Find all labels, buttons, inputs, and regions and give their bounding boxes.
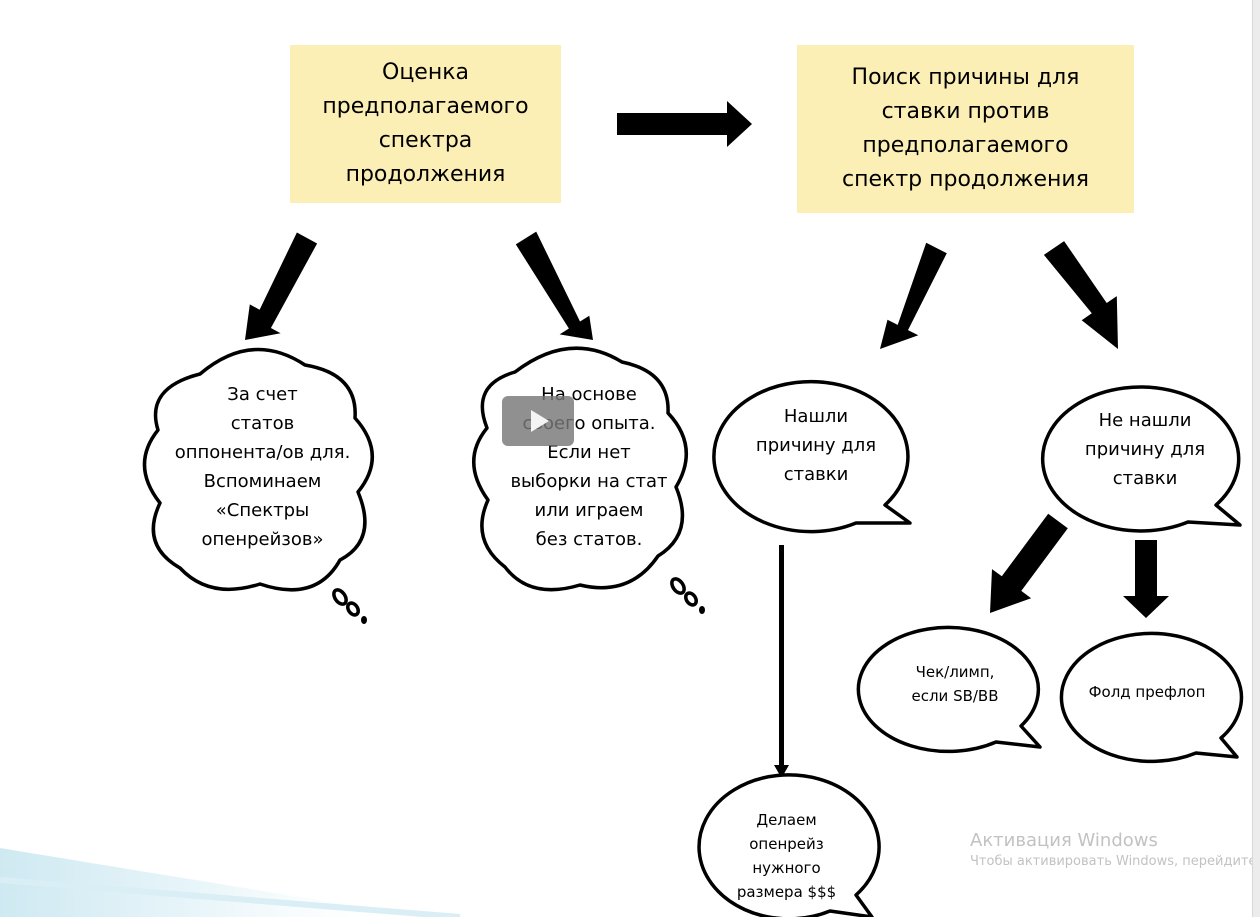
bubble-fold-shape [1059, 631, 1244, 764]
box-search-reason-text: Поиск причины для ставки против предпола… [842, 65, 1089, 192]
bubble-notfound-shape [1040, 385, 1242, 533]
bubble-openraise-text: Делаем опенрейз нужного размера $$$ [736, 811, 837, 901]
bubble-check-text: Чек/лимп, если SB/BB [911, 663, 999, 705]
decor-swoosh-line [0, 877, 461, 917]
activation-subtitle: Чтобы активировать Windows, перейдите [970, 854, 1257, 869]
cloud-stats-shape [142, 347, 374, 624]
bubble-openraise-shape [697, 773, 881, 917]
bubble-notfound-text: Не нашли причину для ставки [1084, 410, 1206, 489]
arrow-notfound-to-fold [1123, 540, 1169, 618]
play-button[interactable] [502, 396, 574, 446]
bubble-found-shape [712, 379, 912, 534]
windows-activation-watermark: Активация Windows Чтобы активировать Win… [970, 830, 1257, 872]
box-search-reason: Поиск причины для ставки против предпола… [797, 45, 1134, 213]
bubble-fold-text: Фолд префлоп [1088, 683, 1206, 701]
activation-title: Активация Windows [970, 830, 1158, 851]
arrow-estimate-to-stats [245, 232, 318, 340]
bubble-found-text: Нашли причину для ставки [755, 406, 877, 485]
box-estimate-range: Оценка предполагаемого спектра продолжен… [290, 45, 561, 203]
arrow-notfound-to-check [990, 513, 1068, 613]
arrow-search-to-found [880, 242, 947, 349]
decor-swoosh [0, 848, 420, 917]
bubble-check-shape [856, 625, 1042, 754]
arrow-estimate-to-experience [515, 231, 593, 340]
box-estimate-range-text: Оценка предполагаемого спектра продолжен… [322, 60, 529, 187]
play-icon [531, 410, 549, 432]
arrow-found-to-openraise [774, 545, 789, 778]
arrow-search-to-notfound [1043, 241, 1118, 349]
window-right-edge [1252, 0, 1260, 917]
cloud-stats-text: За счет статов оппонента/ов для. Вспомин… [174, 384, 351, 550]
arrow-right [617, 101, 752, 147]
